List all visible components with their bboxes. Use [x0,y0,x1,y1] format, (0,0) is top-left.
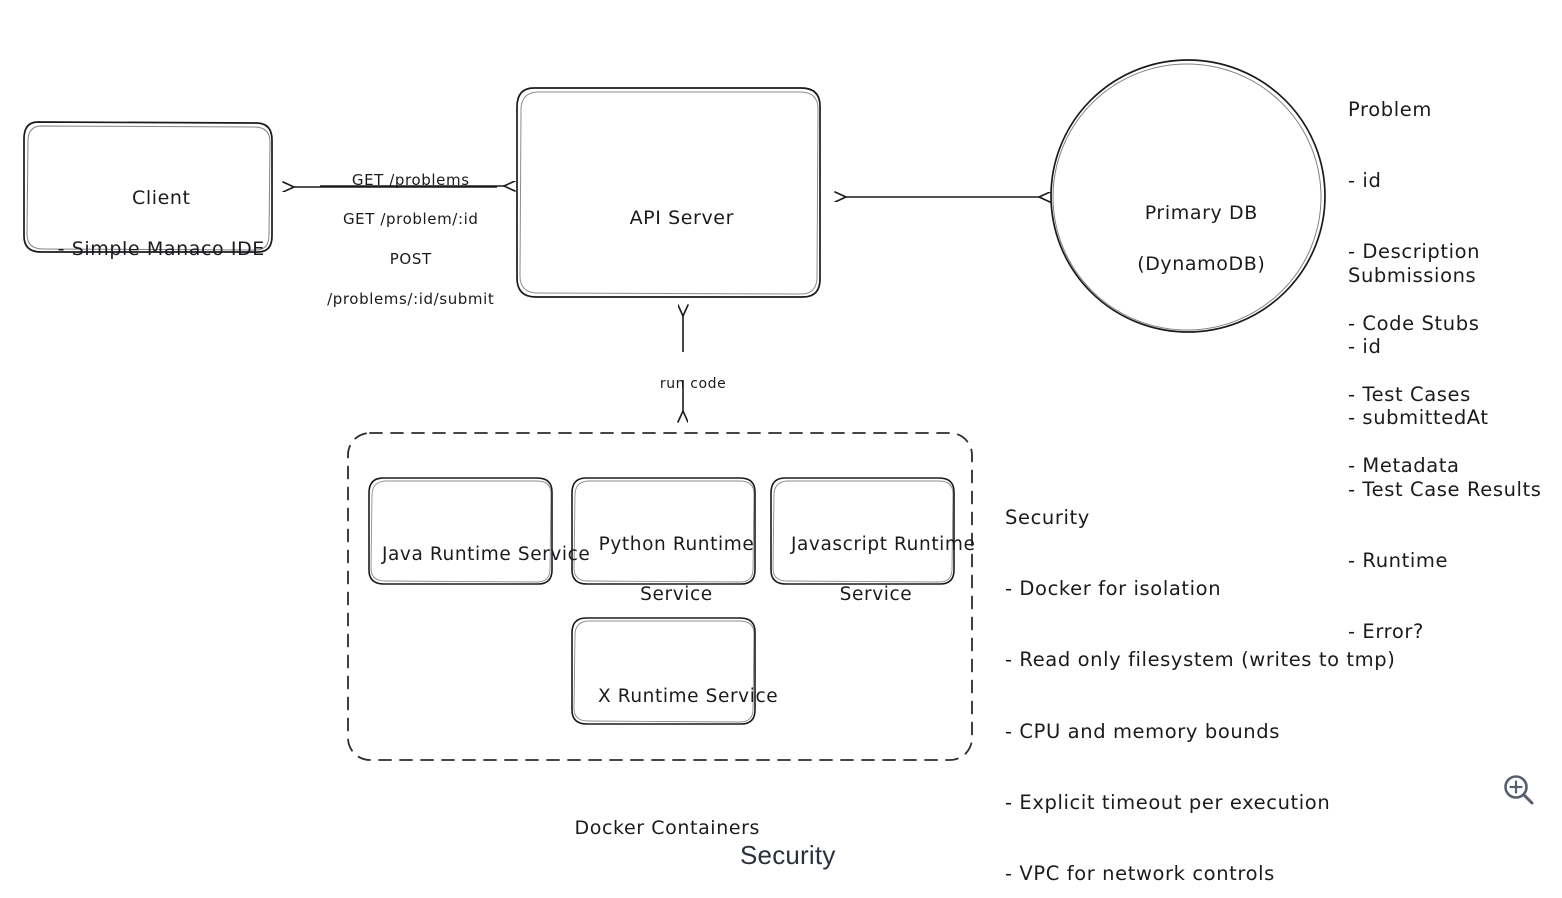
page-title: Security [740,840,836,871]
submissions-list-item: - Runtime [1348,548,1449,572]
security-list-item: - Read only filesystem (writes to tmp) [1005,648,1396,672]
security-list-item: - CPU and memory bounds [1005,719,1281,743]
primary-db-circle-shape [1050,59,1326,333]
submissions-list-item: - Error? [1348,620,1424,644]
security-list-item: - Docker for isolation [1005,576,1222,600]
problem-list-item: - Test Cases [1348,382,1471,406]
submissions-list-item: - id [1348,334,1382,358]
api-server-box-shape [516,87,821,298]
security-list-heading: Security [1005,505,1090,529]
java-runtime-box-shape [368,477,553,585]
client-box-shape [23,121,273,253]
zoom-in-icon[interactable] [1497,768,1541,812]
security-list-item: - Explicit timeout per execution [1005,790,1331,814]
client-api-edge-label: GET /problems GET /problem/:id POST /pro… [302,151,498,329]
security-list-item: - VPC for network controls [1005,862,1275,886]
edge-label-line1: GET /problems [351,170,470,189]
edge-label-line4: /problems/:id/submit [327,289,495,308]
problem-list-item: - Metadata [1348,454,1460,478]
problem-list-item: - Description [1348,240,1481,264]
run-code-edge-label: run code [633,357,733,412]
javascript-runtime-box-shape [770,477,955,585]
submissions-list-heading: Submissions [1348,263,1477,287]
submissions-list-item: - submittedAt [1348,406,1489,430]
problem-annotation-list: Problem - id - Description - Code Stubs … [1348,50,1480,526]
page-title-text: Security [740,840,836,870]
submissions-annotation-list: Submissions - id - submittedAt - Test Ca… [1348,216,1542,692]
submissions-list-item: - Test Case Results [1348,477,1542,501]
python-runtime-box-shape [571,477,756,585]
problem-list-heading: Problem [1348,97,1432,121]
security-annotation-list: Security - Docker for isolation - Read o… [1005,458,1395,898]
docker-containers-group-shape [347,432,973,761]
problem-list-item: - id [1348,168,1382,192]
run-code-label: run code [659,376,727,393]
edge-label-line3: POST [389,249,432,268]
edge-label-line2: GET /problem/:id [342,210,479,229]
problem-list-item: - Code Stubs [1348,311,1480,335]
x-runtime-box-shape [571,617,756,725]
zoom-in-button[interactable] [1497,768,1541,812]
